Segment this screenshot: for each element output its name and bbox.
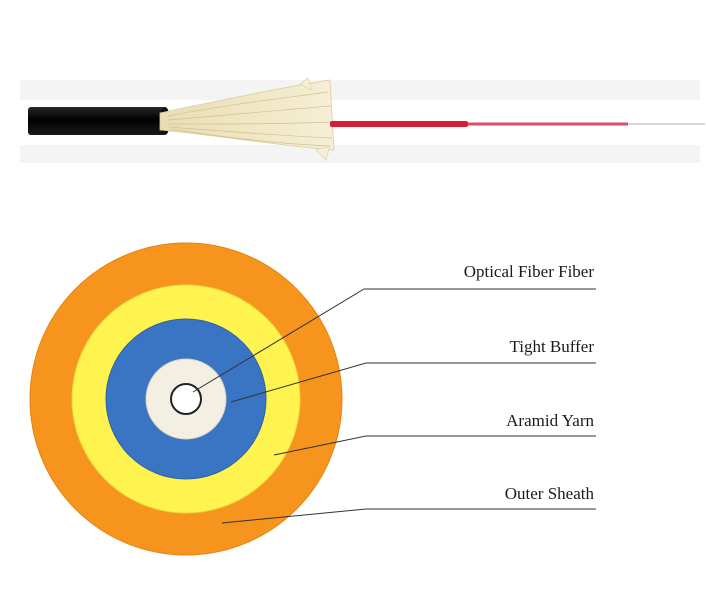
leader-lines bbox=[192, 288, 596, 524]
label-tight-buffer: Tight Buffer bbox=[509, 337, 594, 356]
label-optical-fiber: Optical Fiber Fiber bbox=[464, 262, 595, 281]
leader-tight-buffer bbox=[230, 362, 596, 403]
buffered-fiber-tip bbox=[468, 122, 628, 126]
cable-cross-section bbox=[29, 242, 343, 556]
buffered-fiber bbox=[330, 121, 468, 127]
cable-side-view bbox=[20, 77, 705, 163]
label-aramid-yarn: Aramid Yarn bbox=[506, 411, 594, 430]
leader-optical-fiber bbox=[192, 288, 596, 393]
aramid-strands bbox=[159, 77, 335, 161]
leader-aramid-yarn bbox=[273, 435, 596, 456]
leader-outer-sheath bbox=[221, 508, 596, 524]
optical-fiber-core bbox=[170, 383, 202, 415]
background-texture bbox=[20, 80, 700, 163]
cable-jacket bbox=[28, 107, 166, 135]
callout-labels: Optical Fiber Fiber Tight Buffer Aramid … bbox=[464, 262, 595, 503]
label-outer-sheath: Outer Sheath bbox=[505, 484, 595, 503]
